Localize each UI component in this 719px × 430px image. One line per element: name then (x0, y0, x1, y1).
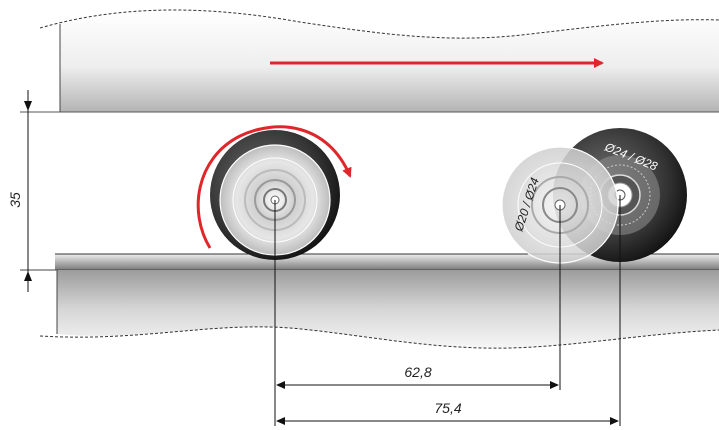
vertical-dimension-arrow-bottom (24, 271, 32, 281)
dimension-label-short: 62,8 (404, 364, 431, 380)
dimension-label-long: 75,4 (434, 400, 461, 416)
vertical-dimension-label: 35 (7, 192, 23, 208)
bottom-belt-wavy-edge (39, 326, 719, 349)
top-belt (60, 10, 719, 112)
clockwise-arrow-icon (196, 125, 352, 249)
vertical-dimension-arrow-top (24, 101, 32, 111)
bottom-belt (57, 270, 719, 349)
top-belt-wavy-edge (39, 9, 719, 39)
